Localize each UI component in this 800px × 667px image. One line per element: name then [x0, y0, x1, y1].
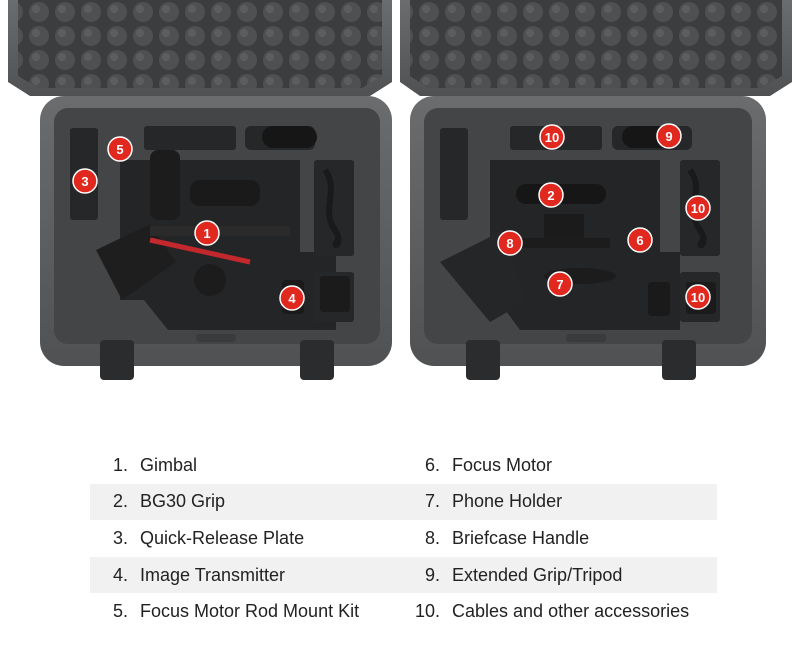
case-photo: 1 3 4 5 2 6 7 8 9 10 10 10	[8, 0, 792, 380]
callout-badge-7: 7	[547, 271, 573, 297]
legend-item-right: 6. Focus Motor	[400, 455, 552, 476]
callout-number: 1	[203, 226, 210, 241]
callout-number: 3	[81, 174, 88, 189]
legend-label: Phone Holder	[452, 491, 563, 512]
callout-badge-5: 5	[107, 136, 133, 162]
right-case	[400, 0, 792, 380]
legend-row: 4. Image Transmitter 9. Extended Grip/Tripo…	[90, 556, 717, 594]
legend-label: Image Transmitter	[140, 564, 286, 585]
legend-number: 5.	[112, 601, 128, 622]
callout-number: 9	[665, 129, 672, 144]
legend-number: 3.	[112, 527, 128, 548]
legend-label: Gimbal	[140, 454, 198, 475]
legend-item-left: 4. Image Transmitter	[90, 565, 400, 586]
callout-number: 7	[556, 277, 563, 292]
legend-item-right: 9. Extended Grip/Tripod	[400, 565, 622, 586]
callout-badge-3: 3	[72, 168, 98, 194]
callout-badge-6: 6	[627, 227, 653, 253]
callout-badge-9: 9	[656, 123, 682, 149]
callout-number: 10	[545, 130, 559, 145]
callout-badge-8: 8	[497, 230, 523, 256]
legend-item-left: 1. Gimbal	[90, 455, 400, 476]
legend-number: 4.	[112, 564, 128, 585]
callout-badge-10: 10	[685, 195, 711, 221]
callout-badge-1: 1	[194, 220, 220, 246]
legend-number: 7.	[424, 491, 440, 512]
legend-row: 3. Quick-Release Plate 8. Briefcase Handle	[90, 520, 717, 557]
legend-number: 6.	[424, 454, 440, 475]
legend-number: 1.	[112, 454, 128, 475]
legend-number: 10.	[414, 601, 440, 622]
legend-label: Briefcase Handle	[452, 527, 590, 548]
callout-badge-10: 10	[539, 124, 565, 150]
legend-item-left: 2. BG30 Grip	[90, 491, 400, 512]
legend-row: 1. Gimbal 6. Focus Motor	[90, 447, 717, 484]
legend-item-right: 8. Briefcase Handle	[400, 528, 589, 549]
legend-number: 8.	[424, 527, 440, 548]
legend-label: Cables and other accessories	[452, 601, 690, 622]
legend-label: Quick-Release Plate	[140, 527, 305, 548]
callout-badge-10: 10	[685, 284, 711, 310]
legend-row: 2. BG30 Grip 7. Phone Holder	[90, 483, 717, 521]
legend-item-right: 7. Phone Holder	[400, 491, 562, 512]
legend-row: 5. Focus Motor Rod Mount Kit 10. Cables and…	[90, 593, 717, 630]
callout-badge-2: 2	[538, 182, 564, 208]
legend-item-left: 5. Focus Motor Rod Mount Kit	[90, 601, 400, 622]
callout-number: 6	[636, 233, 643, 248]
legend-number: 9.	[424, 564, 440, 585]
callout-number: 10	[691, 290, 705, 305]
legend-label: Extended Grip/Tripod	[452, 564, 623, 585]
legend-item-right: 10. Cables and other accessories	[400, 601, 689, 622]
legend: 1. Gimbal 6. Focus Motor 2. BG30 Grip 7. Phone …	[90, 447, 717, 630]
callout-number: 10	[691, 201, 705, 216]
legend-number: 2.	[112, 491, 128, 512]
callout-badge-4: 4	[279, 285, 305, 311]
callout-number: 2	[547, 188, 554, 203]
legend-label: Focus Motor	[452, 454, 553, 475]
callout-number: 4	[288, 291, 296, 306]
legend-item-left: 3. Quick-Release Plate	[90, 528, 400, 549]
left-case	[8, 0, 392, 380]
callout-number: 8	[506, 236, 513, 251]
legend-label: Focus Motor Rod Mount Kit	[140, 601, 360, 622]
legend-label: BG30 Grip	[140, 491, 226, 512]
callout-number: 5	[116, 142, 123, 157]
